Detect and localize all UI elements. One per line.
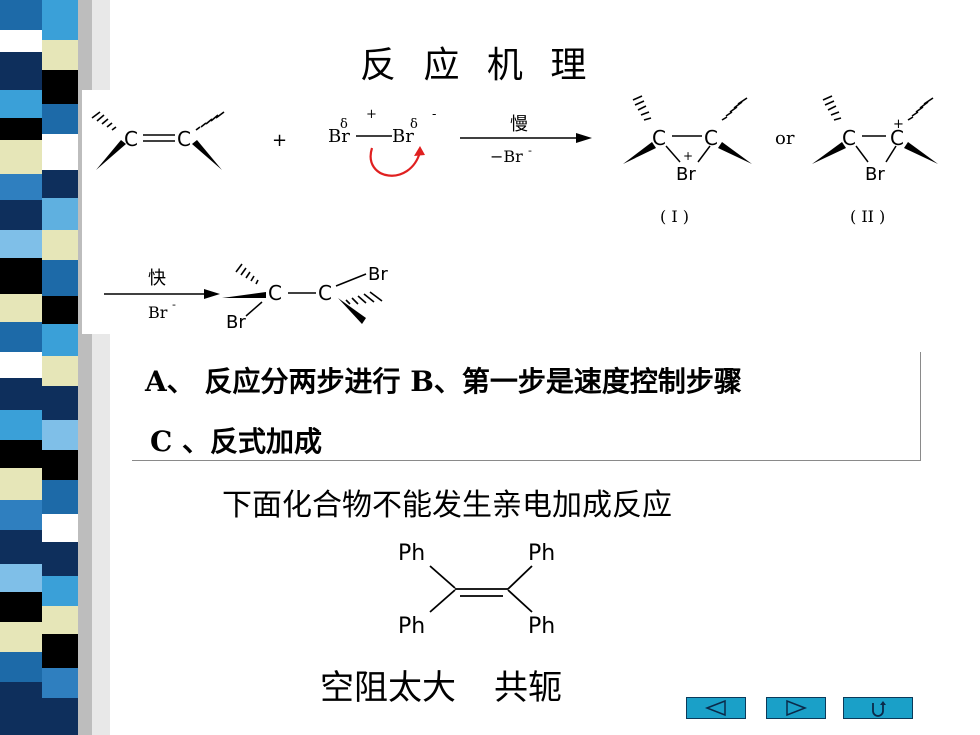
svg-text:-: - [172, 298, 176, 311]
svg-text:δ: δ [340, 117, 348, 132]
svg-text:-: - [432, 107, 436, 122]
svg-text:+: + [366, 107, 377, 122]
svg-text:δ: δ [410, 117, 418, 132]
svg-text:快: 快 [148, 268, 166, 289]
bromonium-intermediate-1: C C + Br ( I ) [623, 95, 752, 226]
svg-text:Br: Br [865, 164, 885, 185]
slide-title: 反 应 机 理 [360, 45, 595, 86]
dibromide-product: C Br C Br [222, 263, 388, 333]
svg-text:+: + [893, 117, 904, 132]
phenyl-label: Ph [398, 541, 425, 566]
svg-text:C: C [318, 281, 332, 305]
return-icon [872, 701, 886, 717]
statement-box-border [920, 352, 921, 460]
svg-text:Br: Br [368, 264, 388, 285]
plus-sign: + [272, 130, 287, 151]
reaction-mechanism-diagram: C C + Br δ + Br δ - 慢 [82, 90, 938, 334]
svg-text:−Br: −Br [490, 147, 523, 166]
phenyl-label: Ph [528, 614, 555, 639]
svg-text:Br: Br [226, 312, 246, 333]
svg-text:C: C [704, 126, 718, 150]
atom-c: C [124, 127, 138, 151]
curved-arrow-icon [369, 147, 422, 177]
statement-line-2: C 、反式加成 [150, 425, 323, 458]
intermediate-label-1: ( I ) [660, 207, 689, 226]
svg-text:C: C [890, 126, 904, 150]
prev-button[interactable] [686, 697, 746, 719]
fast-step-arrow: 快 Br - [104, 268, 220, 322]
svg-text:Br: Br [676, 164, 696, 185]
carbocation-intermediate-2: C C + Br ( II ) [812, 95, 938, 226]
statement-box-border [132, 460, 921, 461]
svg-text:C: C [268, 281, 282, 305]
bromine-molecule: Br δ + Br δ - [328, 107, 436, 177]
or-connector: or [775, 128, 795, 149]
phenyl-label: Ph [528, 541, 555, 566]
answer-conjugation: 共轭 [494, 668, 562, 708]
reactant-alkene: C C [91, 111, 225, 170]
next-button[interactable] [766, 697, 826, 719]
slow-step-arrow: 慢 −Br - [460, 114, 592, 166]
svg-text:C: C [842, 126, 856, 150]
svg-text:+: + [683, 149, 693, 163]
atom-c: C [177, 127, 191, 151]
bromine-left: Br [328, 126, 350, 147]
answer-text: 空阻太大共轭 [320, 660, 600, 709]
tetraphenylethylene-structure: Ph Ph Ph Ph [398, 541, 555, 639]
svg-text:-: - [528, 144, 532, 157]
phenyl-label: Ph [398, 614, 425, 639]
question-text: 下面化合物不能发生亲电加成反应 [222, 488, 672, 523]
svg-text:C: C [652, 126, 666, 150]
return-button[interactable] [843, 697, 913, 719]
intermediate-label-2: ( II ) [850, 207, 885, 226]
bromine-right: Br [392, 126, 414, 147]
statement-line-1: A、 反应分两步进行 B、第一步是速度控制步骤 [145, 365, 742, 398]
svg-text:慢: 慢 [510, 114, 528, 135]
answer-steric: 空阻太大 [320, 668, 456, 708]
svg-text:Br: Br [148, 303, 168, 322]
next-icon [786, 699, 808, 717]
prev-icon [704, 699, 726, 717]
